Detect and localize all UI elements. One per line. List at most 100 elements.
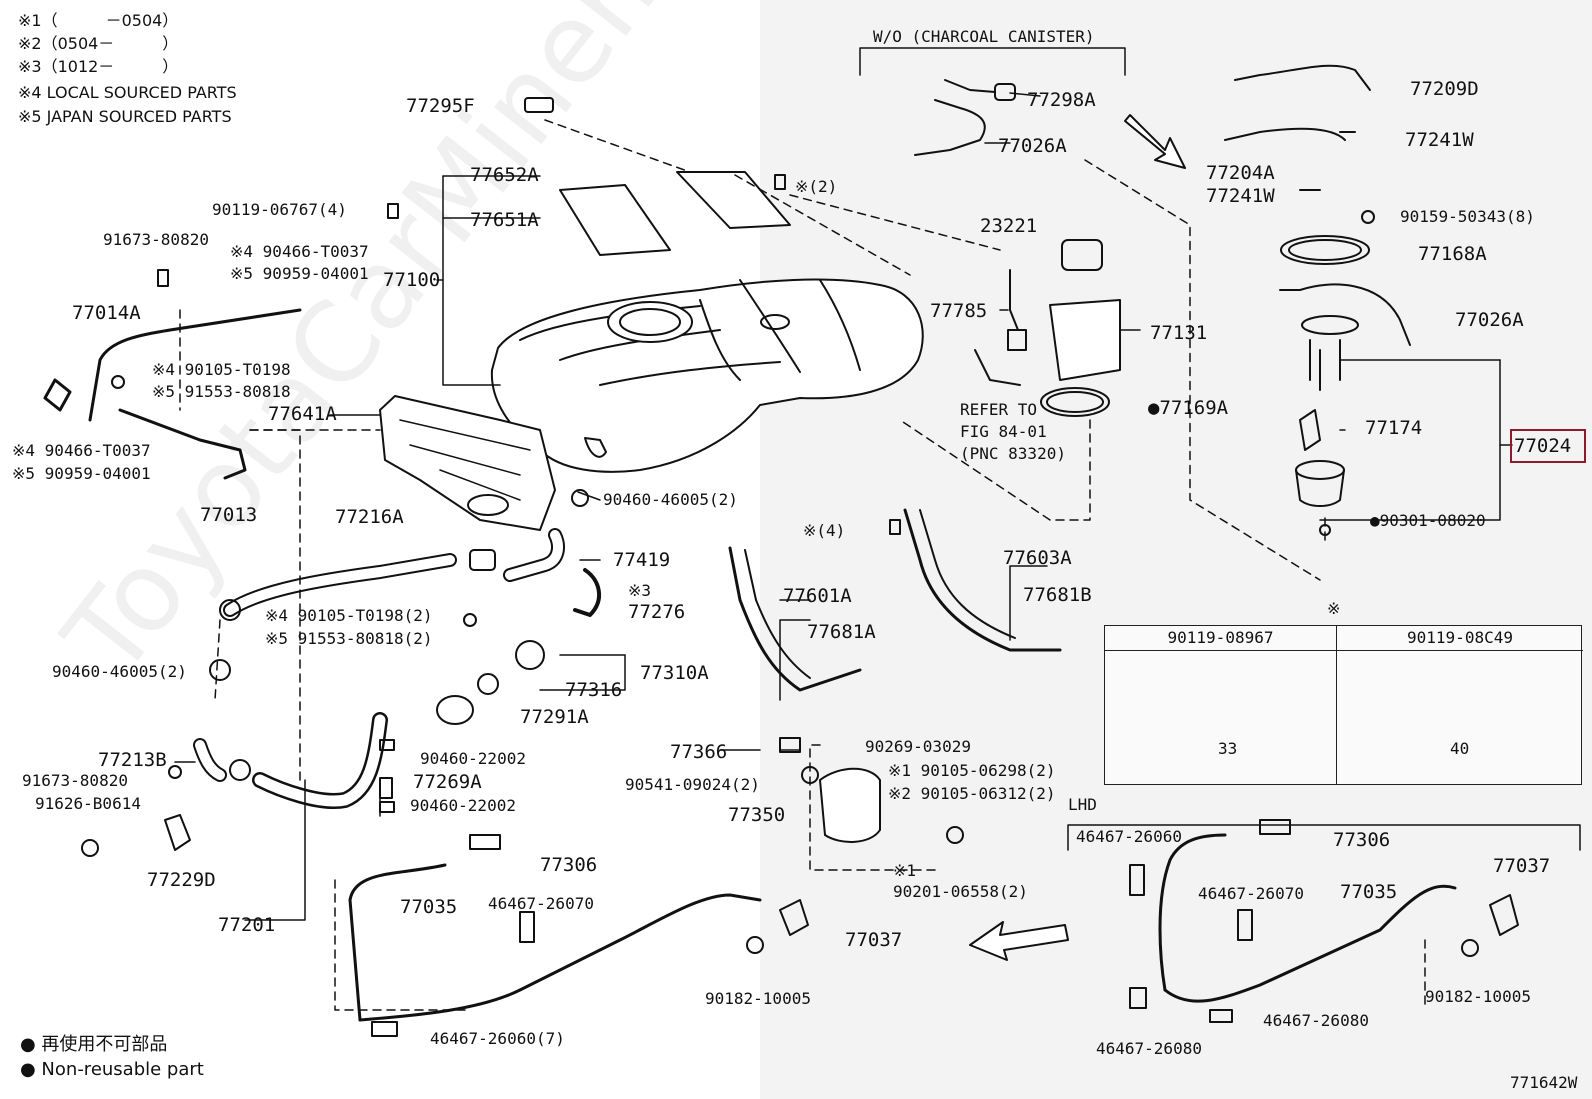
label-46467-26080-a[interactable]: 46467-26080 <box>1263 1011 1369 1030</box>
label-91553-80818-b[interactable]: ※5 91553-80818(2) <box>265 629 433 648</box>
label-90105-t0198-a[interactable]: ※4 90105-T0198 <box>152 360 291 379</box>
label-77216a[interactable]: 77216A <box>335 506 404 528</box>
label-77601a[interactable]: 77601A <box>783 585 852 607</box>
note-3: ※3（1012－ ） <box>18 57 179 76</box>
label-77174[interactable]: 77174 <box>1365 417 1423 439</box>
label-46467-26070-a[interactable]: 46467-26070 <box>488 894 594 913</box>
label-90182-10005-b[interactable]: 90182-10005 <box>1425 987 1531 1006</box>
heading-lhd: LHD <box>1068 795 1097 814</box>
label-77651a[interactable]: 77651A <box>470 209 539 231</box>
label-23221[interactable]: 23221 <box>980 215 1038 237</box>
label-77204a[interactable]: 77204A <box>1206 162 1275 184</box>
label-90466-t0037-a[interactable]: ※4 90466-T0037 <box>230 242 369 261</box>
sender-wire-77785 <box>1009 269 1019 331</box>
bolt-table-header-2: 90119-08C49 <box>1337 626 1583 651</box>
label-77681b[interactable]: 77681B <box>1023 584 1092 606</box>
label-77013[interactable]: 77013 <box>200 504 258 526</box>
label-90105-t0198-b[interactable]: ※4 90105-T0198(2) <box>265 606 433 625</box>
label-90201-06558[interactable]: 90201-06558(2) <box>893 882 1028 901</box>
bolt-table-header-1: 90119-08967 <box>1105 626 1336 651</box>
label-77603a[interactable]: 77603A <box>1003 547 1072 569</box>
note-5: ※5 JAPAN SOURCED PARTS <box>18 107 232 126</box>
bolt-length-1: 33 <box>1218 739 1238 758</box>
arrow-left-icon <box>969 921 1069 961</box>
label-77350[interactable]: 77350 <box>728 804 786 826</box>
label-77366[interactable]: 77366 <box>670 741 728 763</box>
gasket-77169a <box>1040 387 1110 417</box>
label-91553-80818-a[interactable]: ※5 91553-80818 <box>152 382 291 401</box>
label-77681a[interactable]: 77681A <box>807 621 876 643</box>
fuel-door-77350 <box>819 767 881 843</box>
label-77014a[interactable]: 77014A <box>72 302 141 324</box>
label-x4: ※(4) <box>803 521 846 540</box>
label-90119-06767[interactable]: 90119-06767(4) <box>212 200 347 219</box>
label-77131[interactable]: 77131 <box>1150 322 1208 344</box>
label-90460-22002-b[interactable]: 90460-22002 <box>410 796 516 815</box>
label-77298a[interactable]: 77298A <box>1027 89 1096 111</box>
label-46467-26070-b[interactable]: 46467-26070 <box>1198 884 1304 903</box>
label-90105-06312[interactable]: ※2 90105-06312(2) <box>888 784 1056 803</box>
sender-connector <box>1007 329 1027 351</box>
wire-77209d <box>1234 64 1371 91</box>
label-46467-26080-b[interactable]: 46467-26080 <box>1096 1039 1202 1058</box>
label-77209d[interactable]: 77209D <box>1410 78 1479 100</box>
label-77026a-left[interactable]: 77026A <box>998 135 1067 157</box>
label-90959-04001-b[interactable]: ※5 90959-04001 <box>12 464 151 483</box>
label-90959-04001-a[interactable]: ※5 90959-04001 <box>230 264 369 283</box>
label-77310a[interactable]: 77310A <box>640 662 709 684</box>
label-77035-a[interactable]: 77035 <box>400 896 458 918</box>
label-77785[interactable]: 77785 <box>930 300 988 322</box>
label-90460-46005-b[interactable]: 90460-46005(2) <box>52 662 187 681</box>
label-77213b[interactable]: 77213B <box>98 749 167 771</box>
label-77035-b[interactable]: 77035 <box>1340 881 1398 903</box>
label-77024[interactable]: 77024 <box>1514 435 1572 457</box>
fuel-cap <box>515 640 545 670</box>
label-46467-26060-a[interactable]: 46467-26060(7) <box>430 1029 565 1048</box>
label-90460-46005-a[interactable]: 90460-46005(2) <box>603 490 738 509</box>
label-77168a[interactable]: 77168A <box>1418 243 1487 265</box>
label-91626-b0614[interactable]: 91626-B0614 <box>35 794 141 813</box>
wire-77026a-right <box>1279 283 1411 346</box>
label-90105-06298[interactable]: ※1 90105-06298(2) <box>888 761 1056 780</box>
label-77269a[interactable]: 77269A <box>413 771 482 793</box>
label-77037-b[interactable]: 77037 <box>1493 855 1551 877</box>
label-91673-80820-b[interactable]: 91673-80820 <box>22 771 128 790</box>
label-90460-22002-a[interactable]: 90460-22002 <box>420 749 526 768</box>
label-77276[interactable]: 77276 <box>628 601 686 623</box>
label-77241w-b[interactable]: 77241W <box>1206 185 1275 207</box>
label-77306-a[interactable]: 77306 <box>540 854 598 876</box>
wire-77026a-left <box>914 99 986 156</box>
label-77100[interactable]: 77100 <box>383 269 441 291</box>
label-90269-03029[interactable]: 90269-03029 <box>865 737 971 756</box>
label-77229d[interactable]: 77229D <box>147 869 216 891</box>
label-91673-80820-a[interactable]: 91673-80820 <box>103 230 209 249</box>
shaded-panel <box>760 0 1592 1099</box>
label-90466-t0037-b[interactable]: ※4 90466-T0037 <box>12 441 151 460</box>
cap-seal <box>436 695 474 725</box>
label-77306-b[interactable]: 77306 <box>1333 829 1391 851</box>
legend-jp: ● 再使用不可部品 <box>20 1034 168 1055</box>
label-77169a[interactable]: ●77169A <box>1148 397 1229 419</box>
label-90182-10005-a[interactable]: 90182-10005 <box>705 989 811 1008</box>
wire-77298a <box>944 79 996 93</box>
refer-line-2: FIG 84-01 <box>960 422 1047 441</box>
label-77295f[interactable]: 77295F <box>406 95 475 117</box>
legend-en: ● Non-reusable part <box>20 1059 204 1080</box>
label-77241w-a[interactable]: 77241W <box>1405 129 1474 151</box>
label-77316[interactable]: 77316 <box>565 679 623 701</box>
label-77652a[interactable]: 77652A <box>470 164 539 186</box>
bolt-length-2: 40 <box>1450 739 1470 758</box>
label-90159-50343[interactable]: 90159-50343(8) <box>1400 207 1535 226</box>
label-46467-26060-b[interactable]: 46467-26060 <box>1076 827 1182 846</box>
label-77026a-right[interactable]: 77026A <box>1455 309 1524 331</box>
label-77641a[interactable]: 77641A <box>268 403 337 425</box>
label-77419[interactable]: 77419 <box>613 549 671 571</box>
label-77201[interactable]: 77201 <box>218 914 276 936</box>
label-77037-a[interactable]: 77037 <box>845 929 903 951</box>
label-77276-note: ※3 <box>628 581 652 600</box>
label-90541-09024[interactable]: 90541-09024(2) <box>625 775 760 794</box>
breather-tube-77013 <box>118 408 247 480</box>
label-90301-08020[interactable]: ●90301-08020 <box>1370 511 1486 530</box>
band-77601a <box>728 546 862 692</box>
label-77291a[interactable]: 77291A <box>520 706 589 728</box>
